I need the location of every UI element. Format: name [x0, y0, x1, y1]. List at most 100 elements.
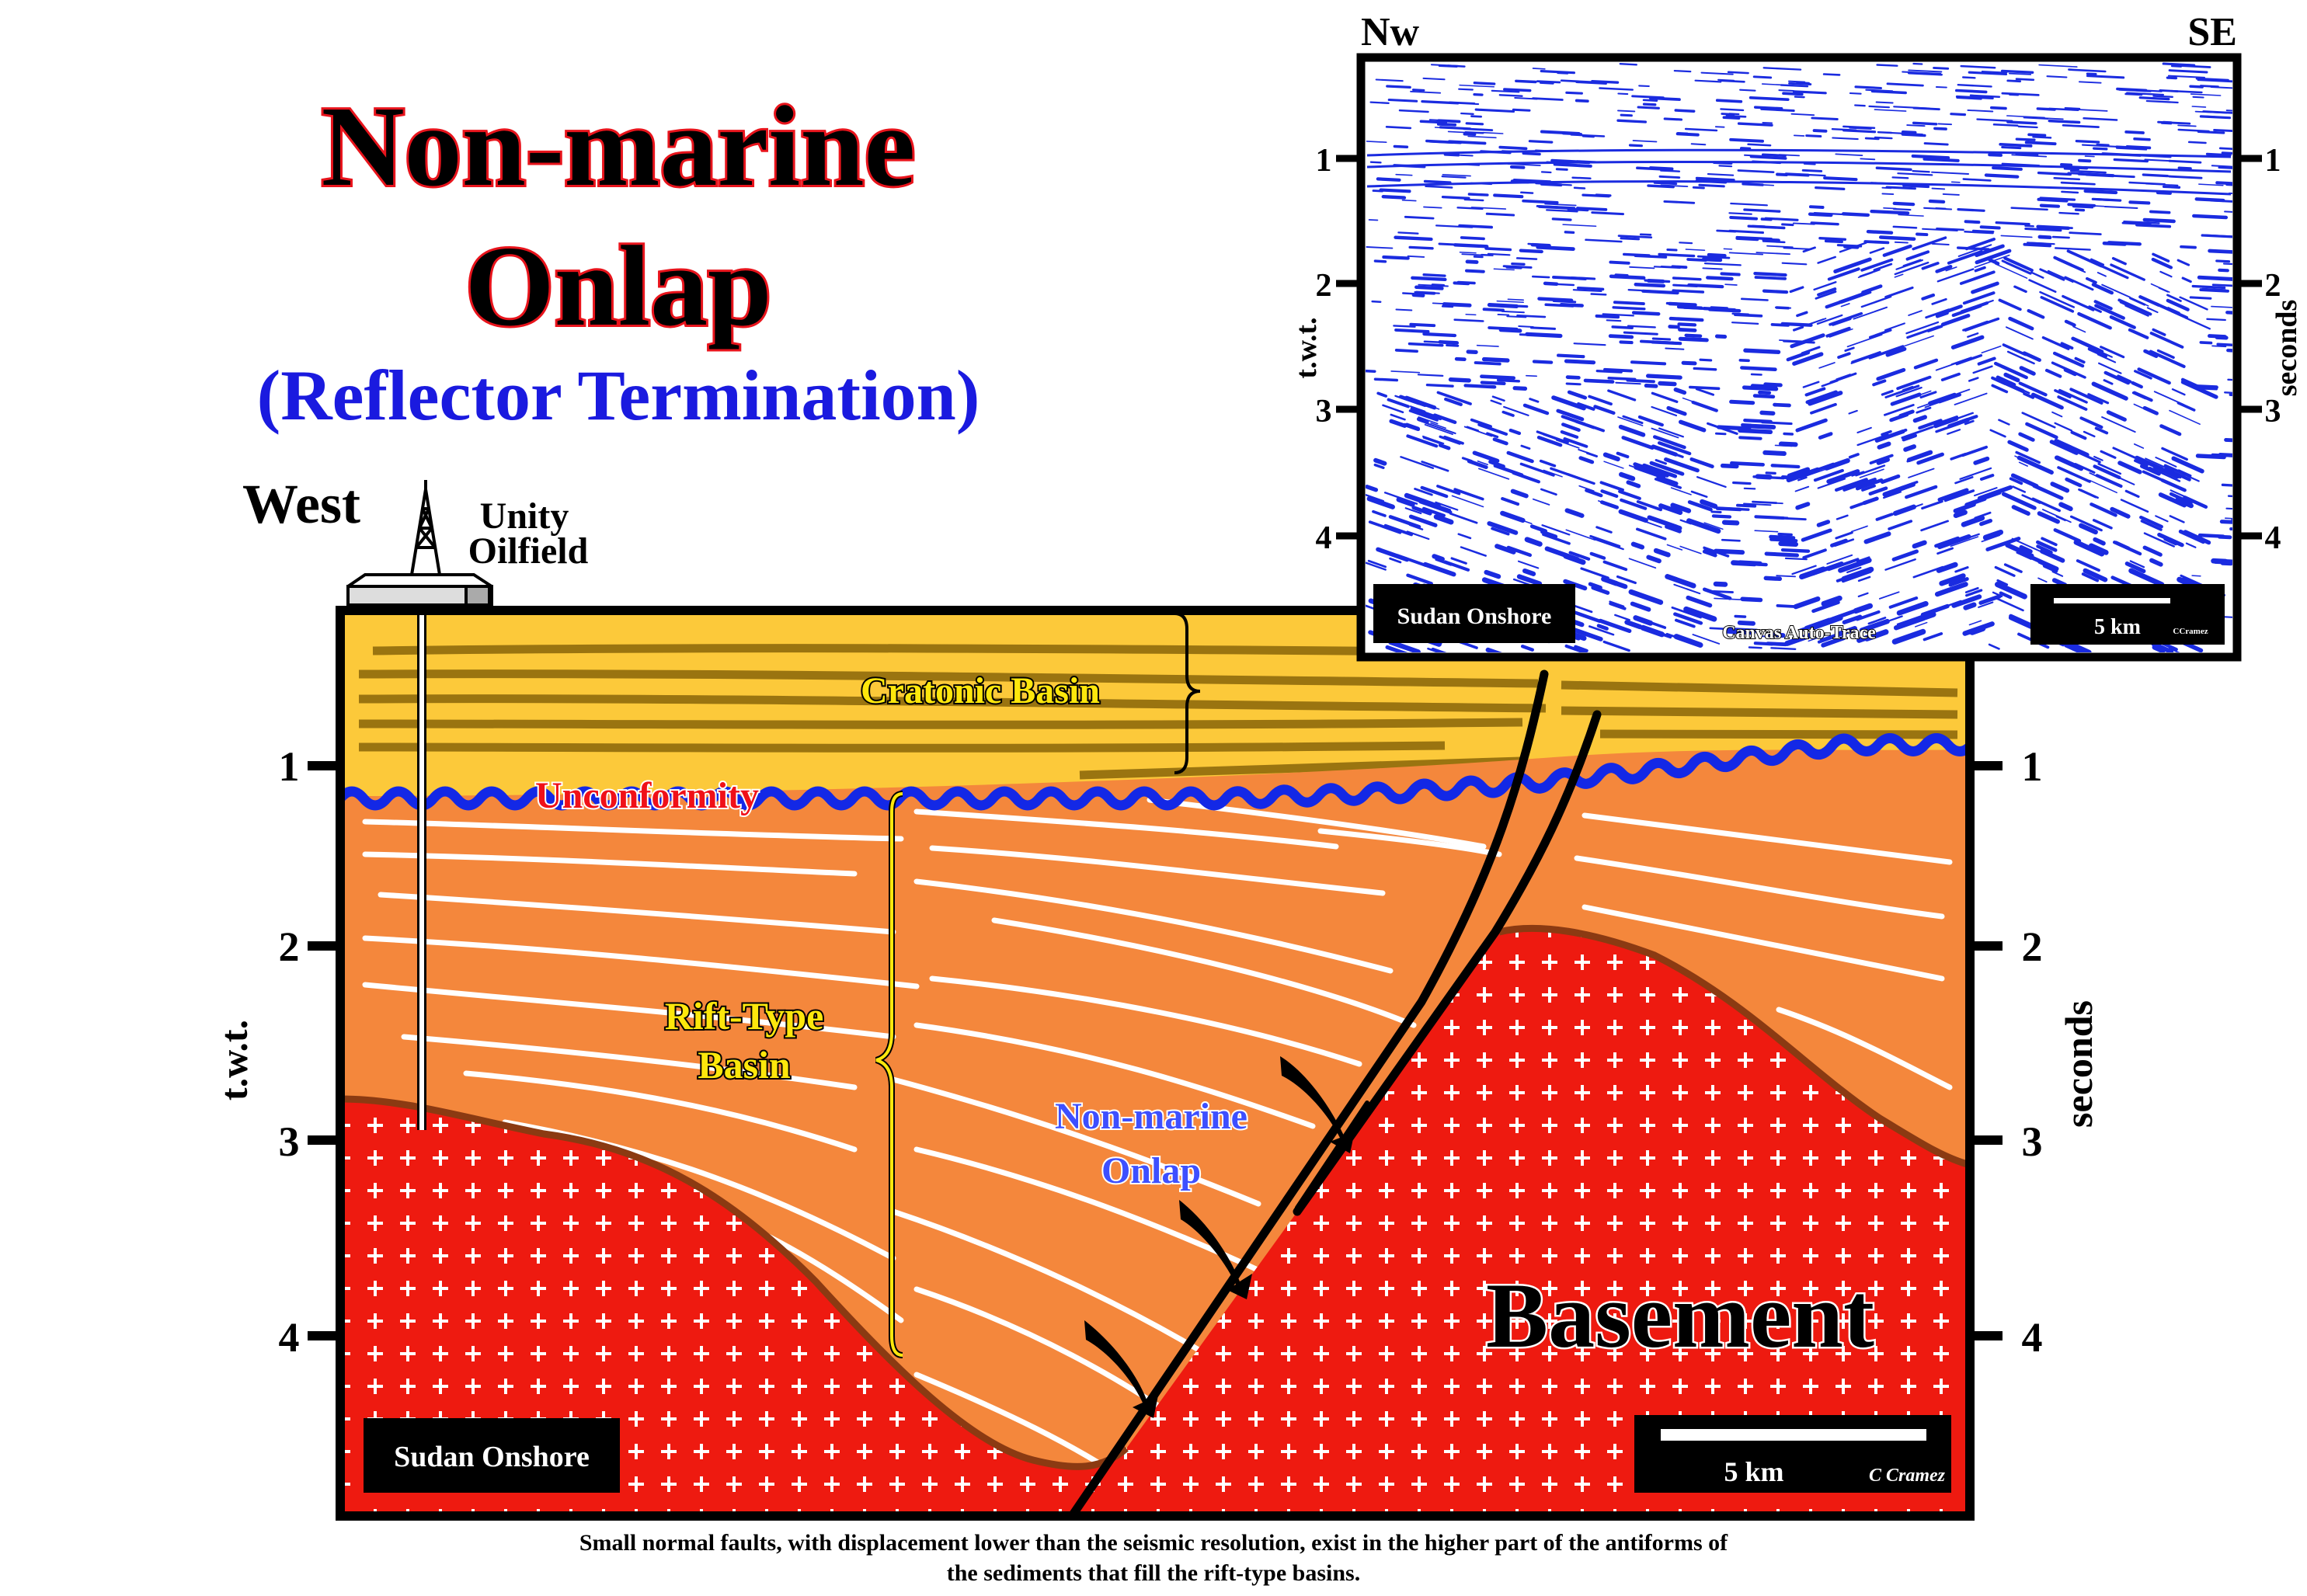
seismic-trace-stroke	[1677, 132, 1689, 134]
seismic-trace-stroke	[1713, 581, 1728, 587]
seismic-trace-stroke	[1861, 484, 1876, 492]
seismic-trace-stroke	[1867, 617, 1887, 625]
seismic-trace-stroke	[2189, 85, 2204, 89]
seismic-trace-stroke	[1588, 582, 1602, 590]
seismic-trace-stroke	[2050, 482, 2070, 493]
seismic-trace-stroke	[1743, 348, 1781, 354]
seismic-trace-stroke	[2053, 256, 2084, 272]
main-right-axis: 1 2 3 4 seconds	[1970, 743, 2100, 1361]
seismic-trace-stroke	[1393, 325, 1416, 328]
seismic-trace-stroke	[1765, 471, 1776, 475]
seismic-trace-stroke	[1465, 122, 1484, 126]
seismic-trace-stroke	[1856, 426, 1872, 433]
seismic-trace-stroke	[1810, 402, 1837, 415]
seismic-trace-stroke	[2037, 197, 2069, 203]
seismic-trace-stroke	[1996, 579, 2009, 586]
seismic-trace-stroke	[1421, 506, 1446, 517]
seismic-trace-stroke	[1851, 471, 1865, 477]
seismic-trace-stroke	[1429, 405, 1440, 410]
seismic-trace-stroke	[1658, 427, 1684, 438]
seismic-trace-stroke	[1498, 94, 1523, 97]
seismic-trace-stroke	[1988, 258, 2000, 266]
seismic-trace-stroke	[1670, 487, 1692, 495]
seismic-trace-stroke	[1707, 173, 1735, 176]
seismic-trace-stroke	[1774, 444, 1793, 447]
seismic-trace-stroke	[1961, 445, 1989, 457]
seismic-trace-stroke	[1913, 358, 1939, 370]
seismic-trace-stroke	[1780, 475, 1796, 480]
seismic-trace-stroke	[1458, 88, 1474, 91]
seismic-trace-stroke	[1651, 405, 1678, 417]
seismic-trace-stroke	[1576, 207, 1608, 211]
seismic-trace-stroke	[2138, 301, 2149, 307]
seismic-trace-stroke	[2166, 294, 2182, 302]
seismic-trace-stroke	[1972, 365, 1993, 374]
seismic-trace-stroke	[1695, 388, 1715, 396]
seismic-trace-stroke	[1855, 464, 1886, 477]
seismic-trace-stroke	[1779, 441, 1798, 447]
seismic-trace-stroke	[1759, 501, 1783, 505]
seismic-trace-stroke	[1931, 171, 1970, 175]
seismic-trace-stroke	[1583, 378, 1615, 384]
seismic-trace-stroke	[1720, 272, 1741, 276]
seismic-trace-stroke	[1976, 118, 2013, 123]
seismic-trace-stroke	[1885, 186, 1916, 190]
seismic-trace-stroke	[1869, 247, 1885, 254]
seismic-trace-stroke	[1436, 485, 1461, 495]
seismic-trace-stroke	[2037, 511, 2061, 524]
main-left-axis: 1 2 3 4 t.w.t.	[212, 743, 340, 1361]
seismic-trace-stroke	[2083, 568, 2108, 582]
seismic-trace-stroke	[1821, 595, 1842, 607]
seismic-trace-stroke	[1460, 236, 1485, 241]
seismic-trace-stroke	[2073, 539, 2105, 557]
seismic-trace-stroke	[1999, 142, 2024, 148]
seismic-trace-stroke	[1780, 548, 1811, 553]
seismic-trace-stroke	[1447, 130, 1472, 134]
seismic-trace-stroke	[2215, 335, 2229, 340]
seismic-trace-stroke	[2067, 203, 2096, 207]
seismic-trace-stroke	[2197, 387, 2218, 391]
seismic-trace-stroke	[1487, 521, 1519, 535]
seismic-trace-stroke	[2117, 374, 2132, 384]
seismic-trace-stroke	[1792, 90, 1827, 95]
seismic-trace-stroke	[2143, 532, 2175, 548]
seismic-trace-stroke	[2213, 128, 2232, 133]
seismic-trace-stroke	[1898, 214, 1924, 217]
seismic-trace-stroke	[1739, 147, 1752, 151]
seismic-trace-stroke	[1868, 486, 1888, 495]
main-right-axis-title: seconds	[2057, 1000, 2100, 1128]
seismic-trace-stroke	[1790, 333, 1825, 349]
seismic-trace-stroke	[1729, 137, 1765, 143]
inset-trace-note: Canvas Auto-Trace	[1722, 623, 1876, 643]
seismic-trace-stroke	[1602, 452, 1620, 462]
seismic-inset: Sudan Onshore Canvas Auto-Trace 5 km CCr…	[1290, 10, 2303, 662]
seismic-trace-stroke	[1696, 476, 1727, 489]
seismic-trace-stroke	[2191, 575, 2201, 577]
seismic-trace-stroke	[2037, 171, 2072, 176]
seismic-trace-stroke	[1686, 595, 1713, 608]
seismic-trace-stroke	[1977, 485, 2013, 501]
seismic-trace-stroke	[1573, 186, 1586, 190]
seismic-trace-stroke	[1761, 421, 1793, 426]
seismic-trace-stroke	[1964, 220, 1981, 224]
seismic-trace-stroke	[1668, 316, 1704, 322]
seismic-trace-stroke	[1902, 433, 1918, 442]
seismic-trace-stroke	[1623, 331, 1658, 336]
seismic-trace-stroke	[1485, 212, 1515, 217]
seismic-trace-stroke	[2096, 143, 2110, 146]
seismic-trace-stroke	[2002, 343, 2027, 356]
seismic-trace-stroke	[1810, 318, 1827, 325]
seismic-trace-stroke	[1658, 252, 1696, 258]
seismic-trace-stroke	[1552, 283, 1575, 287]
seismic-trace-stroke	[1842, 129, 1877, 134]
seismic-trace-stroke	[1860, 258, 1894, 272]
seismic-trace-stroke	[2083, 430, 2096, 438]
onlap-arrows	[1084, 1056, 1355, 1418]
seismic-trace-stroke	[2000, 235, 2033, 238]
seismic-trace-stroke	[1390, 370, 1421, 374]
seismic-trace-stroke	[1503, 405, 1529, 416]
onlap-arrow-1	[1280, 1056, 1355, 1153]
seismic-trace-stroke	[1387, 99, 1418, 103]
seismic-trace-stroke	[2081, 144, 2117, 148]
seismic-trace-stroke	[1646, 555, 1662, 564]
